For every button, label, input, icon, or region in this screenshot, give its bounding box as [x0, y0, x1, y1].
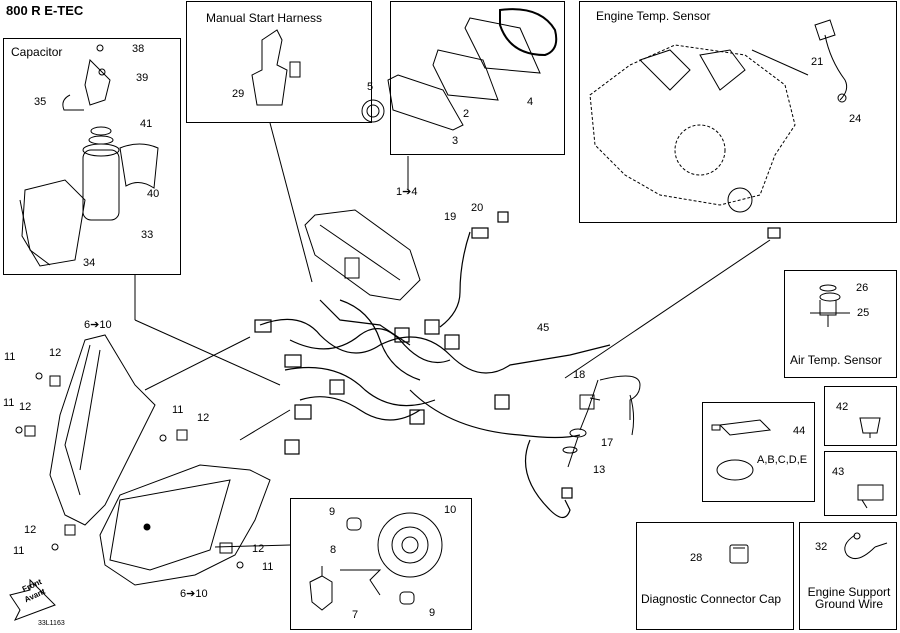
callout-11-d: 11	[13, 545, 25, 557]
callout-11-b: 11	[3, 397, 15, 409]
engine-temp-sensor-box	[579, 1, 897, 223]
diagram-title: 800 R E-TEC	[6, 3, 84, 18]
air-temp-sensor-box	[784, 270, 897, 378]
tube-and-band	[711, 419, 772, 481]
clip-43	[857, 484, 884, 509]
callout-19: 19	[444, 211, 457, 223]
callout-a-b-c-d-e: A,B,C,D,E	[757, 454, 808, 466]
callout-12-a: 12	[49, 347, 62, 359]
callout-12-b: 12	[19, 401, 32, 413]
callout-7: 7	[352, 609, 359, 621]
capacitor-label: Capacitor	[11, 45, 63, 59]
callout-32: 32	[815, 541, 828, 553]
callout-40: 40	[147, 188, 160, 200]
callout-42: 42	[836, 401, 849, 413]
callout-28: 28	[690, 552, 703, 564]
headlight-assembly	[51, 464, 271, 586]
diagnostic-connector-cap-box	[636, 522, 794, 630]
clip-43-box	[824, 451, 897, 516]
callout-9-b: 9	[429, 607, 436, 619]
callout-45: 45	[537, 322, 550, 334]
callout-26: 26	[856, 282, 869, 294]
callout-29: 29	[232, 88, 245, 100]
sealant-box	[702, 402, 815, 502]
callout-2: 2	[463, 108, 470, 120]
bulb-box	[290, 498, 472, 630]
callout-3: 3	[452, 135, 459, 147]
leader-headlight	[239, 409, 291, 441]
gauge-box	[390, 1, 565, 155]
callout-5: 5	[367, 81, 374, 93]
callout-6-to-10-bottom: 6➔10	[180, 588, 208, 600]
callout-12-d: 12	[24, 524, 37, 536]
instrument-cluster	[304, 209, 421, 301]
callout-18: 18	[573, 369, 586, 381]
callout-12-c: 12	[197, 412, 210, 424]
ground-wire-part	[844, 532, 888, 560]
engine-drawing	[589, 19, 848, 213]
callout-12-e: 12	[252, 543, 265, 555]
callout-11-e: 11	[262, 561, 274, 573]
callout-1-to-4: 1➔4	[396, 186, 418, 198]
callout-39: 39	[136, 72, 149, 84]
callout-13: 13	[593, 464, 606, 476]
bulb-parts	[309, 512, 443, 611]
callout-11-a: 11	[4, 351, 16, 363]
diagram-code: 33L1163	[38, 620, 65, 627]
air-temp-sensor-parts	[810, 284, 850, 327]
clip-42-box	[824, 386, 897, 446]
callout-33: 33	[141, 229, 154, 241]
callout-20: 20	[471, 202, 484, 214]
engine-temp-sensor-label: Engine Temp. Sensor	[596, 9, 711, 23]
callout-11-c: 11	[172, 404, 184, 416]
callout-34: 34	[83, 257, 96, 269]
leader-main-harness	[564, 239, 771, 379]
manual-start-harness-box	[186, 1, 372, 123]
tether-cord	[562, 375, 641, 468]
leader-manual-start	[269, 122, 313, 283]
wiring-harness	[254, 211, 781, 519]
callout-21: 21	[811, 56, 824, 68]
capacitor-parts	[19, 44, 159, 267]
callout-43: 43	[832, 466, 845, 478]
callout-6-to-10-top: 6➔10	[84, 319, 112, 331]
leader-left-light	[144, 336, 251, 391]
capacitor-box	[3, 38, 181, 275]
left-light-assembly	[15, 334, 188, 526]
callout-35: 35	[34, 96, 47, 108]
front-arrow-icon	[9, 578, 56, 621]
clip-42	[859, 417, 881, 438]
leader-engine-temp	[751, 49, 809, 76]
gauge-parts	[361, 8, 558, 131]
air-temp-sensor-label: Air Temp. Sensor	[790, 353, 882, 367]
callout-44: 44	[793, 425, 806, 437]
callout-24: 24	[849, 113, 862, 125]
callout-25: 25	[857, 307, 870, 319]
callout-41: 41	[140, 118, 153, 130]
ground-wire-box	[799, 522, 897, 630]
ground-wire-label-2: Ground Wire	[814, 597, 884, 611]
callout-9-a: 9	[329, 506, 336, 518]
manual-start-connector	[251, 29, 301, 106]
callout-8: 8	[330, 544, 337, 556]
callout-17: 17	[601, 437, 614, 449]
ground-wire-label-1: Engine Support	[807, 585, 891, 599]
callout-38: 38	[132, 43, 145, 55]
callout-10: 10	[444, 504, 457, 516]
leader-capacitor-2	[134, 319, 281, 386]
callout-4: 4	[527, 96, 534, 108]
diagnostic-connector-cap-label: Diagnostic Connector Cap	[641, 592, 782, 606]
leader-bulb-box	[214, 544, 291, 548]
manual-start-harness-label: Manual Start Harness	[206, 11, 323, 25]
diagnostic-cap-part	[729, 544, 749, 564]
